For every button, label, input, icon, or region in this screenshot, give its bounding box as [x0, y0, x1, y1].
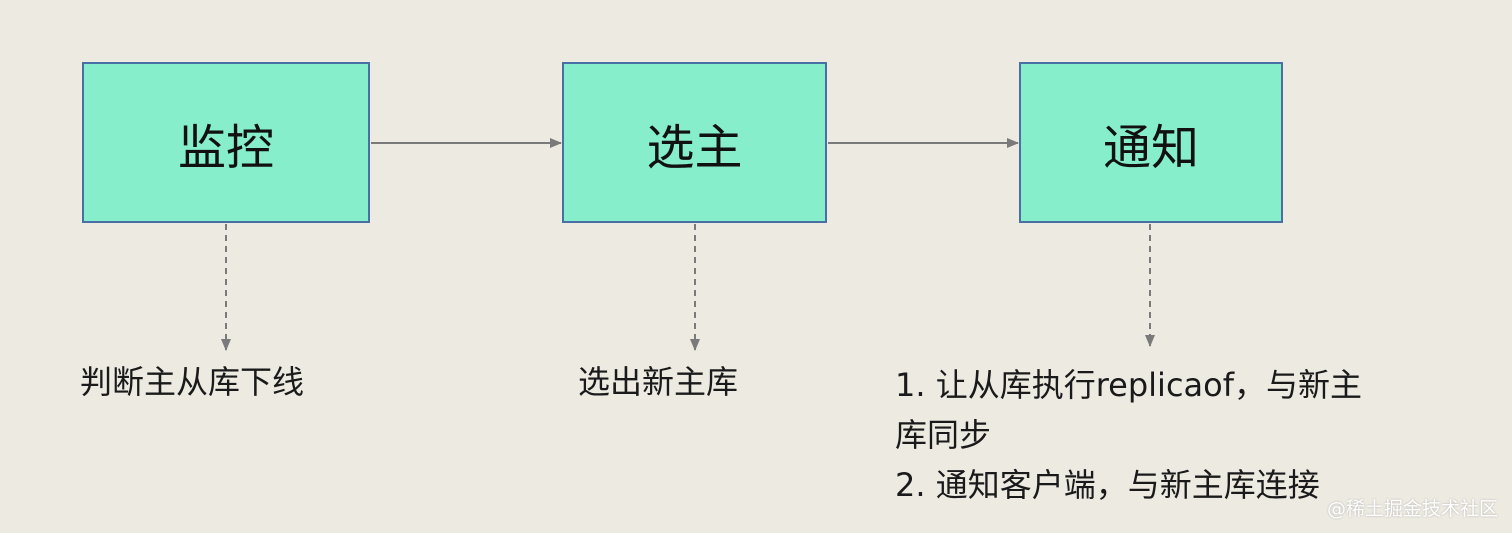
notify-line-1: 1. 让从库执行replicaof，与新主 [895, 366, 1362, 404]
notify-line-2: 库同步 [895, 416, 992, 454]
step-box-notify: 通知 [1019, 62, 1283, 223]
step-title-monitor: 监控 [177, 119, 274, 176]
step-title-notify: 通知 [1102, 119, 1199, 176]
notify-line-3: 2. 通知客户端，与新主库连接 [895, 466, 1320, 504]
step-description-notify: 1. 让从库执行replicaof，与新主 库同步 2. 通知客户端，与新主库连… [895, 360, 1362, 510]
step-title-select-master: 选主 [646, 119, 743, 176]
step-description-select-master: 选出新主库 [578, 363, 739, 401]
watermark: @稀土掘金技术社区 [1326, 498, 1498, 520]
step-box-monitor: 监控 [82, 62, 370, 223]
step-box-select-master: 选主 [562, 62, 827, 223]
step-description-monitor: 判断主从库下线 [80, 363, 305, 401]
